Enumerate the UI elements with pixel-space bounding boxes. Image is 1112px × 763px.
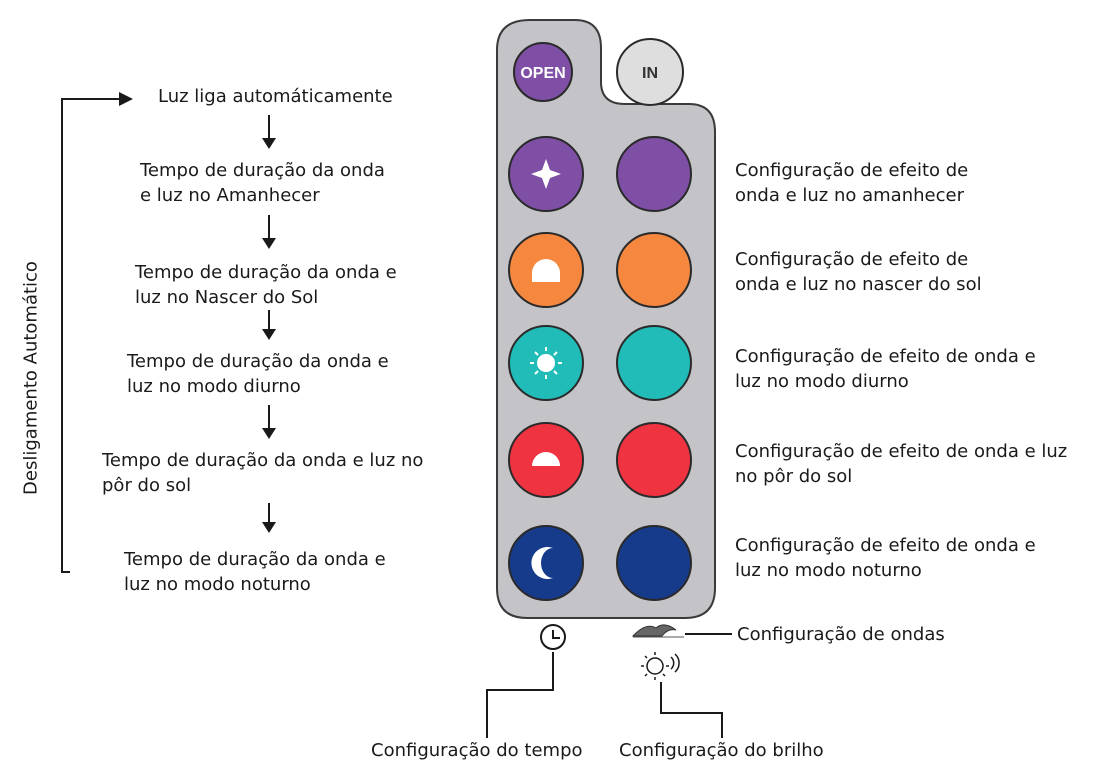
sunset-effect-button[interactable] [616,422,692,498]
svg-text:IN: IN [642,65,658,82]
wave-icon[interactable] [631,624,684,638]
step-dawn-duration: Tempo de duração da onda e luz no Amanhe… [140,160,385,206]
effect-label-night: Configuração de efeito de onda e luz no … [735,535,1036,581]
sunrise-effect-button[interactable] [616,232,692,308]
dawn-time-button[interactable] [508,136,584,212]
sunset-time-button[interactable] [508,422,584,498]
star-icon [531,159,561,189]
svg-text:OPEN: OPEN [520,65,565,82]
step-daytime-duration: Tempo de duração da onda e luz no modo d… [127,351,389,397]
daytime-effect-button[interactable] [616,325,692,401]
effect-label-sunset: Configuração de efeito de onda e luz no … [735,441,1068,487]
effect-label-daytime: Configuração de efeito de onda e luz no … [735,346,1036,392]
effect-label-sunrise: Configuração de efeito de onda e luz no … [735,249,982,295]
down-arrow-icon [262,215,276,249]
step-sunrise-duration: Tempo de duração da onda e luz no Nascer… [135,262,397,308]
moon-icon [531,547,553,579]
step-night-duration: Tempo de duração da onda e luz no modo n… [124,549,386,595]
down-arrow-icon [262,115,276,149]
night-effect-button[interactable] [616,525,692,601]
remote-body [496,19,716,619]
open-button[interactable]: OPEN [513,42,573,102]
effect-label-dawn: Configuração de efeito de onda e luz no … [735,160,969,206]
clock-icon[interactable] [540,624,566,650]
half-sun-icon [532,259,560,282]
step-sunset-duration: Tempo de duração da onda e luz no pôr do… [102,450,424,496]
dawn-effect-button[interactable] [616,136,692,212]
down-arrow-icon [262,405,276,439]
daytime-time-button[interactable] [508,325,584,401]
brightness-leader-line [660,682,723,738]
in-button[interactable]: IN [616,38,684,106]
night-time-button[interactable] [508,525,584,601]
brightness-config-label: Configuração do brilho [619,740,824,761]
sunrise-time-button[interactable] [508,232,584,308]
time-config-label: Configuração do tempo [371,740,583,761]
time-leader-line [486,652,554,738]
waves-config-label: Configuração de ondas [737,624,945,645]
sunset-icon [532,452,560,466]
brightness-icon[interactable] [641,652,680,680]
down-arrow-icon [262,503,276,533]
sun-icon [530,347,562,379]
down-arrow-icon [262,310,276,340]
step-auto-on: Luz liga automáticamente [158,86,393,107]
